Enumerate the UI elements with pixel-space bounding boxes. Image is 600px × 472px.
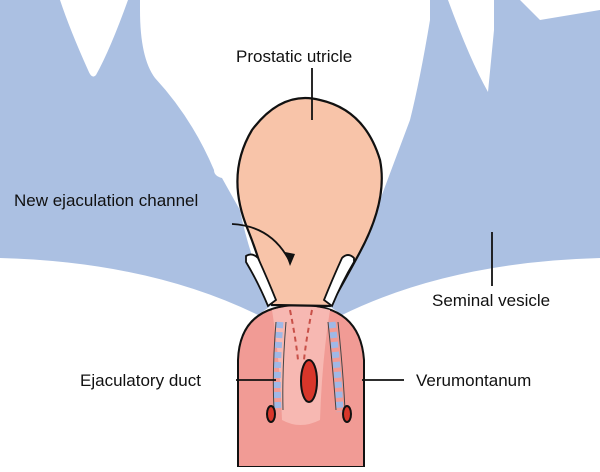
label-ejaculatory-duct: Ejaculatory duct <box>80 371 201 390</box>
label-verumontanum: Verumontanum <box>416 371 531 390</box>
utricle-orifice <box>301 360 317 402</box>
duct-opening-right <box>343 406 351 422</box>
duct-opening-left <box>267 406 275 422</box>
label-new-ejaculation-channel: New ejaculation channel <box>14 191 198 210</box>
label-seminal-vesicle: Seminal vesicle <box>432 291 550 310</box>
label-prostatic-utricle: Prostatic utricle <box>236 47 352 66</box>
seminal-vesicle-left <box>0 0 272 315</box>
